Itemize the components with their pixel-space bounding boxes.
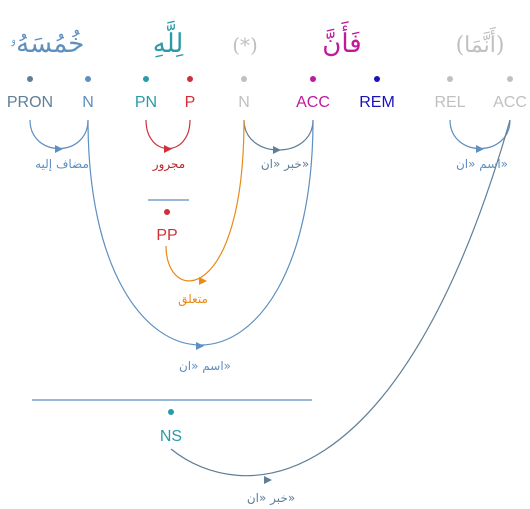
- token-dot-pn: [143, 76, 149, 82]
- relation-label-mutaallaq: متعلق: [178, 292, 208, 307]
- arc-mutaallaq: [165, 119, 245, 282]
- phrase-tag-pp: PP: [156, 227, 177, 244]
- arc-ism-inna-short: [449, 119, 511, 150]
- arc-khabar-inna-short: [243, 119, 314, 151]
- pos-tag-n2: N: [238, 94, 250, 111]
- arrowhead-idafa: [55, 145, 63, 153]
- arc-ism-inna-long: [87, 119, 314, 346]
- word-faanna: فَأَنَّ: [322, 20, 361, 59]
- pos-tag-pron: PRON: [7, 94, 53, 111]
- arrowhead-ism-inna-short: [476, 145, 484, 153]
- arrowhead-khabar-inna-short: [273, 146, 281, 154]
- arc-majrur: [145, 119, 191, 149]
- token-dot-acc2: [507, 76, 513, 82]
- ns-dot: [168, 409, 174, 415]
- relation-label-ism-inna-short: اسم «ان»: [456, 157, 508, 171]
- token-dot-rel: [447, 76, 453, 82]
- relation-label-ism-inna-long: اسم «ان»: [179, 359, 231, 373]
- pos-tag-acc1: ACC: [296, 94, 330, 111]
- word-khumusahu: خُمُسَهُۥ: [10, 29, 85, 59]
- token-dot-acc1: [310, 76, 316, 82]
- pos-tag-acc2: ACC: [493, 94, 527, 111]
- word-hidden-placeholder: (*): [232, 33, 258, 57]
- arrowhead-majrur: [164, 145, 172, 153]
- phrase-tag-ns: NS: [160, 428, 182, 445]
- arc-khabar-inna-long: [170, 119, 511, 477]
- arrowhead-ism-inna-long: [196, 342, 204, 350]
- pos-tag-rel: REL: [434, 94, 465, 111]
- relation-label-khabar-inna-long: خبر «ان»: [247, 491, 295, 506]
- token-dots: [27, 76, 513, 82]
- pos-tag-n1: N: [82, 94, 94, 111]
- token-dot-n1: [85, 76, 91, 82]
- relation-label-khabar-inna-short: خبر «ان»: [261, 157, 309, 172]
- pos-tag-pn: PN: [135, 94, 157, 111]
- arrowhead-mutaallaq: [199, 277, 207, 285]
- relation-label-majrur: مجرور: [152, 157, 185, 172]
- arc-idafa: [29, 119, 89, 150]
- token-dot-rem: [374, 76, 380, 82]
- token-dot-n2: [241, 76, 247, 82]
- pp-dot: [164, 209, 170, 215]
- token-dot-p: [187, 76, 193, 82]
- word-lillahi: لِلَّهِ: [153, 19, 184, 59]
- token-dot-pron: [27, 76, 33, 82]
- pos-tag-rem: REM: [359, 94, 395, 111]
- pos-tag-p: P: [185, 94, 196, 111]
- word-annama: (أَنَّمَا): [456, 26, 505, 58]
- arrowhead-khabar-inna-long: [264, 476, 272, 484]
- relation-label-idafa: مضاف إليه: [35, 157, 89, 171]
